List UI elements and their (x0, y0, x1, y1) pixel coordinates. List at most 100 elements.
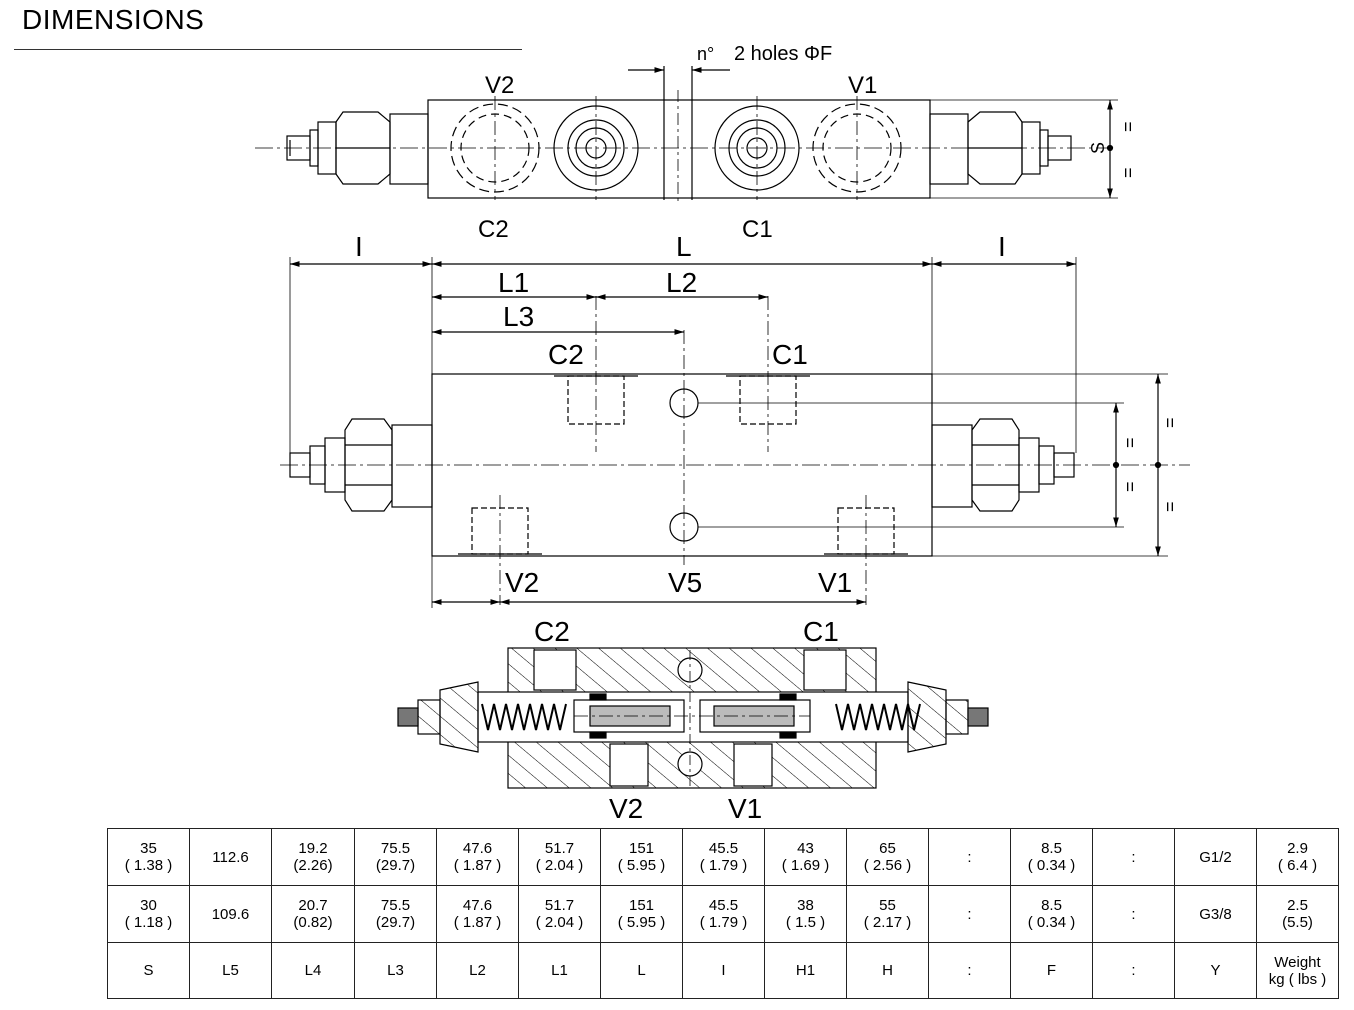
table-cell: 38( 1.5 ) (764, 885, 847, 943)
cell-value: 43 (797, 840, 814, 857)
cell-subvalue: (5.5) (1282, 914, 1313, 931)
section-label-c2: C2 (534, 616, 570, 647)
cell-subvalue: (29.7) (375, 857, 416, 874)
cell-subvalue: ( 2.04 ) (535, 857, 584, 874)
top-eq-mark-1: = (1118, 121, 1138, 132)
cell-subvalue: ( 0.34 ) (1027, 857, 1076, 874)
cell-value: 8.5 (1041, 897, 1062, 914)
cell-value: 151 (628, 840, 655, 857)
title-underline (14, 49, 522, 50)
label-l1: L1 (498, 267, 529, 298)
cell-value: 51.7 (544, 897, 575, 914)
front-eq-mark-1: = (1120, 437, 1140, 448)
table-cell: G3/8 (1174, 885, 1257, 943)
front-label-v5: V5 (668, 567, 702, 598)
cell-value: 30 (140, 897, 157, 914)
table-cell: 45.5( 1.79 ) (682, 828, 765, 886)
cell-value: G3/8 (1199, 905, 1232, 923)
table-cell: I (682, 942, 765, 999)
cell-subvalue: (0.82) (293, 914, 333, 931)
table-cell: L5 (189, 942, 272, 999)
table-cell: 109.6 (189, 885, 272, 943)
cell-value: 20.7 (298, 897, 328, 914)
cell-value: I (721, 962, 726, 979)
table-cell: Y (1174, 942, 1257, 999)
cell-subvalue: ( 1.18 ) (124, 914, 173, 931)
table-cell: H (846, 942, 929, 999)
cell-value: H (882, 962, 893, 979)
table-cell: 151( 5.95 ) (600, 828, 683, 886)
technical-drawing: V2 V1 C2 C1 n° 2 holes ΦF S = = (255, 43, 1190, 824)
table-cell: L4 (271, 942, 355, 999)
cell-value: : (967, 905, 972, 923)
cell-value: L4 (304, 962, 322, 979)
cell-subvalue: (29.7) (375, 914, 416, 931)
table-cell: : (1092, 885, 1175, 943)
front-label-v2: V2 (505, 567, 539, 598)
table-cell: S (107, 942, 190, 999)
top-view-labels: V2 V1 C2 C1 n° 2 holes ΦF S = = (478, 43, 1138, 243)
section-label-v1: V1 (728, 793, 762, 824)
top-label-v2: V2 (485, 72, 514, 99)
cell-subvalue: ( 1.87 ) (453, 857, 502, 874)
table-cell: 47.6( 1.87 ) (436, 885, 519, 943)
front-label-c1: C1 (772, 339, 808, 370)
cell-value: : (1131, 962, 1136, 979)
cell-subvalue: ( 1.79 ) (699, 857, 748, 874)
cell-value: G1/2 (1199, 848, 1232, 866)
top-eq-mark-2: = (1118, 167, 1138, 178)
label-n-deg: n° (697, 44, 714, 64)
cell-subvalue: ( 2.04 ) (535, 914, 584, 931)
cell-value: : (967, 962, 972, 979)
table-cell: 112.6 (189, 828, 272, 886)
cell-value: 51.7 (544, 840, 575, 857)
cell-value: L3 (387, 962, 404, 979)
top-label-c2: C2 (478, 216, 509, 243)
table-cell: 47.6( 1.87 ) (436, 828, 519, 886)
table-cell: 2.5(5.5) (1256, 885, 1339, 943)
cell-value: 35 (140, 840, 157, 857)
cell-value: S (143, 962, 154, 979)
cell-value: 45.5 (708, 897, 739, 914)
table-cell: 45.5( 1.79 ) (682, 885, 765, 943)
table-cell: 51.7( 2.04 ) (518, 828, 601, 886)
table-cell: L3 (354, 942, 437, 999)
table-cell: 55( 2.17 ) (846, 885, 929, 943)
section-label-v2: V2 (609, 793, 643, 824)
label-holes: 2 holes ΦF (734, 43, 832, 65)
front-eq-mark-2: = (1120, 481, 1140, 492)
front-label-c2: C2 (548, 339, 584, 370)
cell-value: : (1131, 905, 1136, 923)
cell-value: 65 (879, 840, 896, 857)
table-cell: G1/2 (1174, 828, 1257, 886)
cell-subvalue: ( 2.56 ) (863, 857, 912, 874)
table-cell: L2 (436, 942, 519, 999)
table-cell: 30( 1.18 ) (107, 885, 190, 943)
front-eq-mark-3: = (1160, 417, 1180, 428)
label-l3: L3 (503, 301, 534, 332)
cell-subvalue: ( 6.4 ) (1277, 857, 1318, 874)
front-label-v1: V1 (818, 567, 852, 598)
front-view-labels: I L I L1 L2 L3 C2 C1 V2 V5 V1 = = = = (355, 231, 1180, 598)
cell-subvalue: ( 1.87 ) (453, 914, 502, 931)
cell-value: 45.5 (708, 840, 739, 857)
cell-value: 2.5 (1287, 897, 1308, 914)
table-cell: 35( 1.38 ) (107, 828, 190, 886)
cell-subvalue: ( 1.38 ) (124, 857, 173, 874)
page-title: DIMENSIONS (22, 4, 205, 35)
table-cell: 20.7(0.82) (271, 885, 355, 943)
cell-subvalue: ( 2.17 ) (863, 914, 912, 931)
cell-subvalue: ( 1.69 ) (781, 857, 830, 874)
cell-value: 151 (628, 897, 655, 914)
table-cell: L (600, 942, 683, 999)
cell-value: Weight (1274, 953, 1321, 971)
section-view (397, 647, 989, 789)
cell-subvalue: ( 5.95 ) (617, 914, 666, 931)
label-i-left: I (355, 231, 363, 262)
top-view (255, 66, 1118, 205)
cell-subvalue: (2.26) (293, 857, 333, 874)
table-cell: : (1092, 828, 1175, 886)
cell-value: 109.6 (211, 905, 250, 923)
